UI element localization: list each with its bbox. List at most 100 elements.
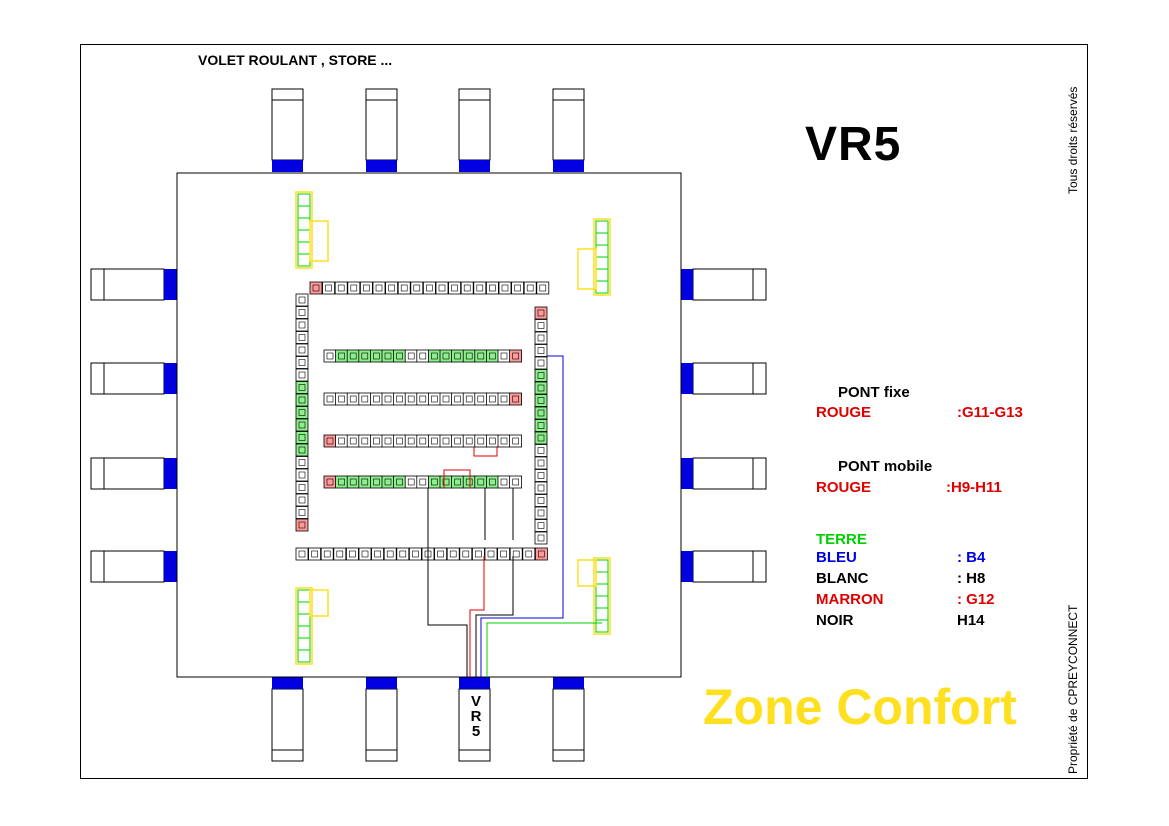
terminal (534, 356, 548, 370)
terminal (335, 392, 349, 406)
wire-marron-name: MARRON (816, 591, 884, 608)
terminal-screw (298, 371, 306, 379)
terminal (358, 349, 372, 363)
terminal (383, 547, 397, 561)
connector-bottom (552, 688, 585, 762)
green-terminal (595, 256, 609, 270)
green-terminal (297, 637, 311, 651)
connector-right-contact (681, 269, 693, 300)
yellow-fuse-box (577, 248, 597, 290)
terminal-screw (399, 550, 407, 558)
terminal-screw (465, 437, 473, 445)
terminal (534, 456, 548, 470)
terminal (534, 494, 548, 507)
terminal-screw (419, 395, 427, 403)
terminal (534, 381, 548, 395)
terminal-screw (361, 478, 369, 486)
terminal (523, 281, 537, 295)
terminal-screw (374, 550, 381, 558)
terminal-screw (442, 478, 450, 486)
terminal (534, 331, 548, 345)
terminal (534, 306, 548, 320)
terminal-screw (323, 550, 331, 558)
terminal (359, 281, 373, 295)
terminal (446, 547, 460, 561)
pont-fixe-value: :G11-G13 (957, 404, 1023, 421)
terminal-screw (298, 509, 306, 516)
terminal (427, 475, 441, 489)
terminal (295, 481, 309, 494)
header-title: VOLET ROULANT , STORE ... (198, 52, 393, 68)
terminal (295, 368, 309, 382)
terminal-screw (349, 550, 356, 558)
terminal-screw (442, 437, 450, 445)
green-terminal (595, 559, 609, 573)
green-terminal (595, 232, 609, 246)
green-terminal (595, 619, 609, 633)
terminal-screw (298, 550, 306, 558)
terminal-screw (454, 478, 461, 486)
terminal (371, 547, 385, 561)
terminal-screw (373, 395, 380, 403)
terminal-screw (384, 478, 392, 486)
terminal (295, 468, 309, 482)
connector-left-contact (164, 458, 177, 489)
terminal (535, 547, 548, 561)
terminal-screw (413, 284, 421, 292)
terminal-screw (375, 284, 383, 292)
terminal (497, 475, 511, 489)
terminal-screw (537, 359, 545, 367)
pont-fixe-title: PONT fixe (838, 384, 910, 401)
wire-bleu-value: : B4 (957, 549, 986, 566)
terminal-screw (537, 447, 545, 454)
terminal-screw (431, 352, 438, 360)
terminal (381, 434, 395, 448)
green-terminal (297, 193, 311, 207)
terminal-screw (419, 352, 427, 360)
green-terminal (297, 217, 311, 231)
terminal (439, 349, 453, 363)
connector-right (692, 268, 767, 301)
terminal-screw (537, 434, 545, 442)
connector-left (90, 457, 165, 490)
terminal-screw (537, 347, 545, 354)
terminal-screw (501, 284, 509, 292)
terminal (534, 406, 548, 420)
terminal-screw (465, 478, 473, 486)
green-terminal (595, 607, 609, 621)
terminal-screw (431, 395, 438, 403)
green-terminal (297, 601, 311, 615)
terminal-screw (426, 284, 433, 292)
terminal-screw (537, 522, 545, 529)
pont-mobile-bridge (443, 469, 471, 488)
terminal (427, 434, 441, 448)
terminal (358, 475, 372, 489)
terminal (534, 469, 548, 482)
terminal-screw (349, 352, 357, 360)
terminal-screw (442, 352, 450, 360)
terminal-screw (512, 395, 519, 403)
connector-right-contact (681, 551, 693, 582)
terminal-screw (419, 478, 427, 486)
green-terminal (297, 205, 311, 219)
terminal (295, 393, 309, 407)
connector-left-contact (164, 551, 177, 582)
terminal (485, 349, 499, 363)
terminal-screw (373, 478, 380, 486)
terminal-screw (454, 437, 461, 445)
terminal-screw (298, 471, 306, 479)
terminal-screw (373, 352, 380, 360)
terminal-screw (350, 284, 358, 292)
terminal (451, 475, 465, 489)
terminal-screw (537, 322, 545, 329)
terminal (427, 392, 441, 406)
green-terminal (595, 571, 609, 585)
green-terminal (595, 583, 609, 597)
terminal (451, 349, 465, 363)
terminal (346, 475, 360, 489)
terminal-screw (537, 397, 545, 404)
terminal-screw (311, 550, 318, 558)
terminal-screw (326, 395, 334, 403)
connector-right (692, 457, 767, 490)
terminal-screw (454, 395, 461, 403)
